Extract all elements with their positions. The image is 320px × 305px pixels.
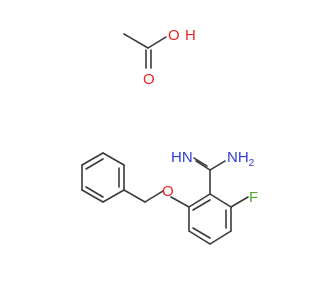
bond-ph-c3-c4-inner <box>85 158 104 170</box>
atom-amine-subscript: 2 <box>249 158 255 169</box>
bond-ph-c2-c3 <box>102 152 125 166</box>
bond-methyl-carboxyl <box>123 33 149 49</box>
atom-carbonyl-o: O <box>143 71 155 88</box>
bond-o-ch2 <box>144 190 164 203</box>
bond-ch2-phenyl <box>123 189 146 203</box>
atom-hydroxyl-h: H <box>185 27 196 44</box>
bond-ph-c6-c1 <box>102 189 125 203</box>
bond-ring-c6-c1-inner <box>192 199 211 211</box>
atom-amine-nh2: NH2 <box>227 149 255 169</box>
bond-ring-o <box>170 196 190 208</box>
bond-ring-c4-c5-inner <box>192 227 211 239</box>
atom-hydroxyl-o: O <box>168 27 180 44</box>
acetic-acid-molecule <box>123 33 167 69</box>
bond-c-oh <box>147 36 167 49</box>
bond-ph-c5-c6 <box>81 189 104 203</box>
bond-amidine-c-eq-nh-2 <box>193 157 208 167</box>
atom-fluorine: F <box>249 189 258 206</box>
chemical-structure-diagram: O H O HN NH2 O F <box>81 27 258 245</box>
bond-ring-f <box>230 196 249 208</box>
bond-ring-c6-c1 <box>188 193 211 208</box>
bond-ph-c5-c6-inner <box>85 186 104 198</box>
bond-ring-c1-c2 <box>209 193 232 208</box>
atom-imine-nh: HN <box>171 149 193 166</box>
bond-ring-c4-c5 <box>188 230 211 245</box>
structure-canvas: O H O HN NH2 O F <box>81 27 258 245</box>
bond-amidine-c-eq-nh-1 <box>195 160 211 171</box>
bond-ring-c3-c4 <box>209 230 232 245</box>
amidine-molecule-bonds <box>81 152 249 245</box>
bond-amidine-c-nh2 <box>209 160 226 171</box>
bond-ph-c3-c4 <box>81 152 104 166</box>
atom-amine-nh: NH <box>227 149 249 166</box>
atom-ether-o: O <box>162 183 174 200</box>
